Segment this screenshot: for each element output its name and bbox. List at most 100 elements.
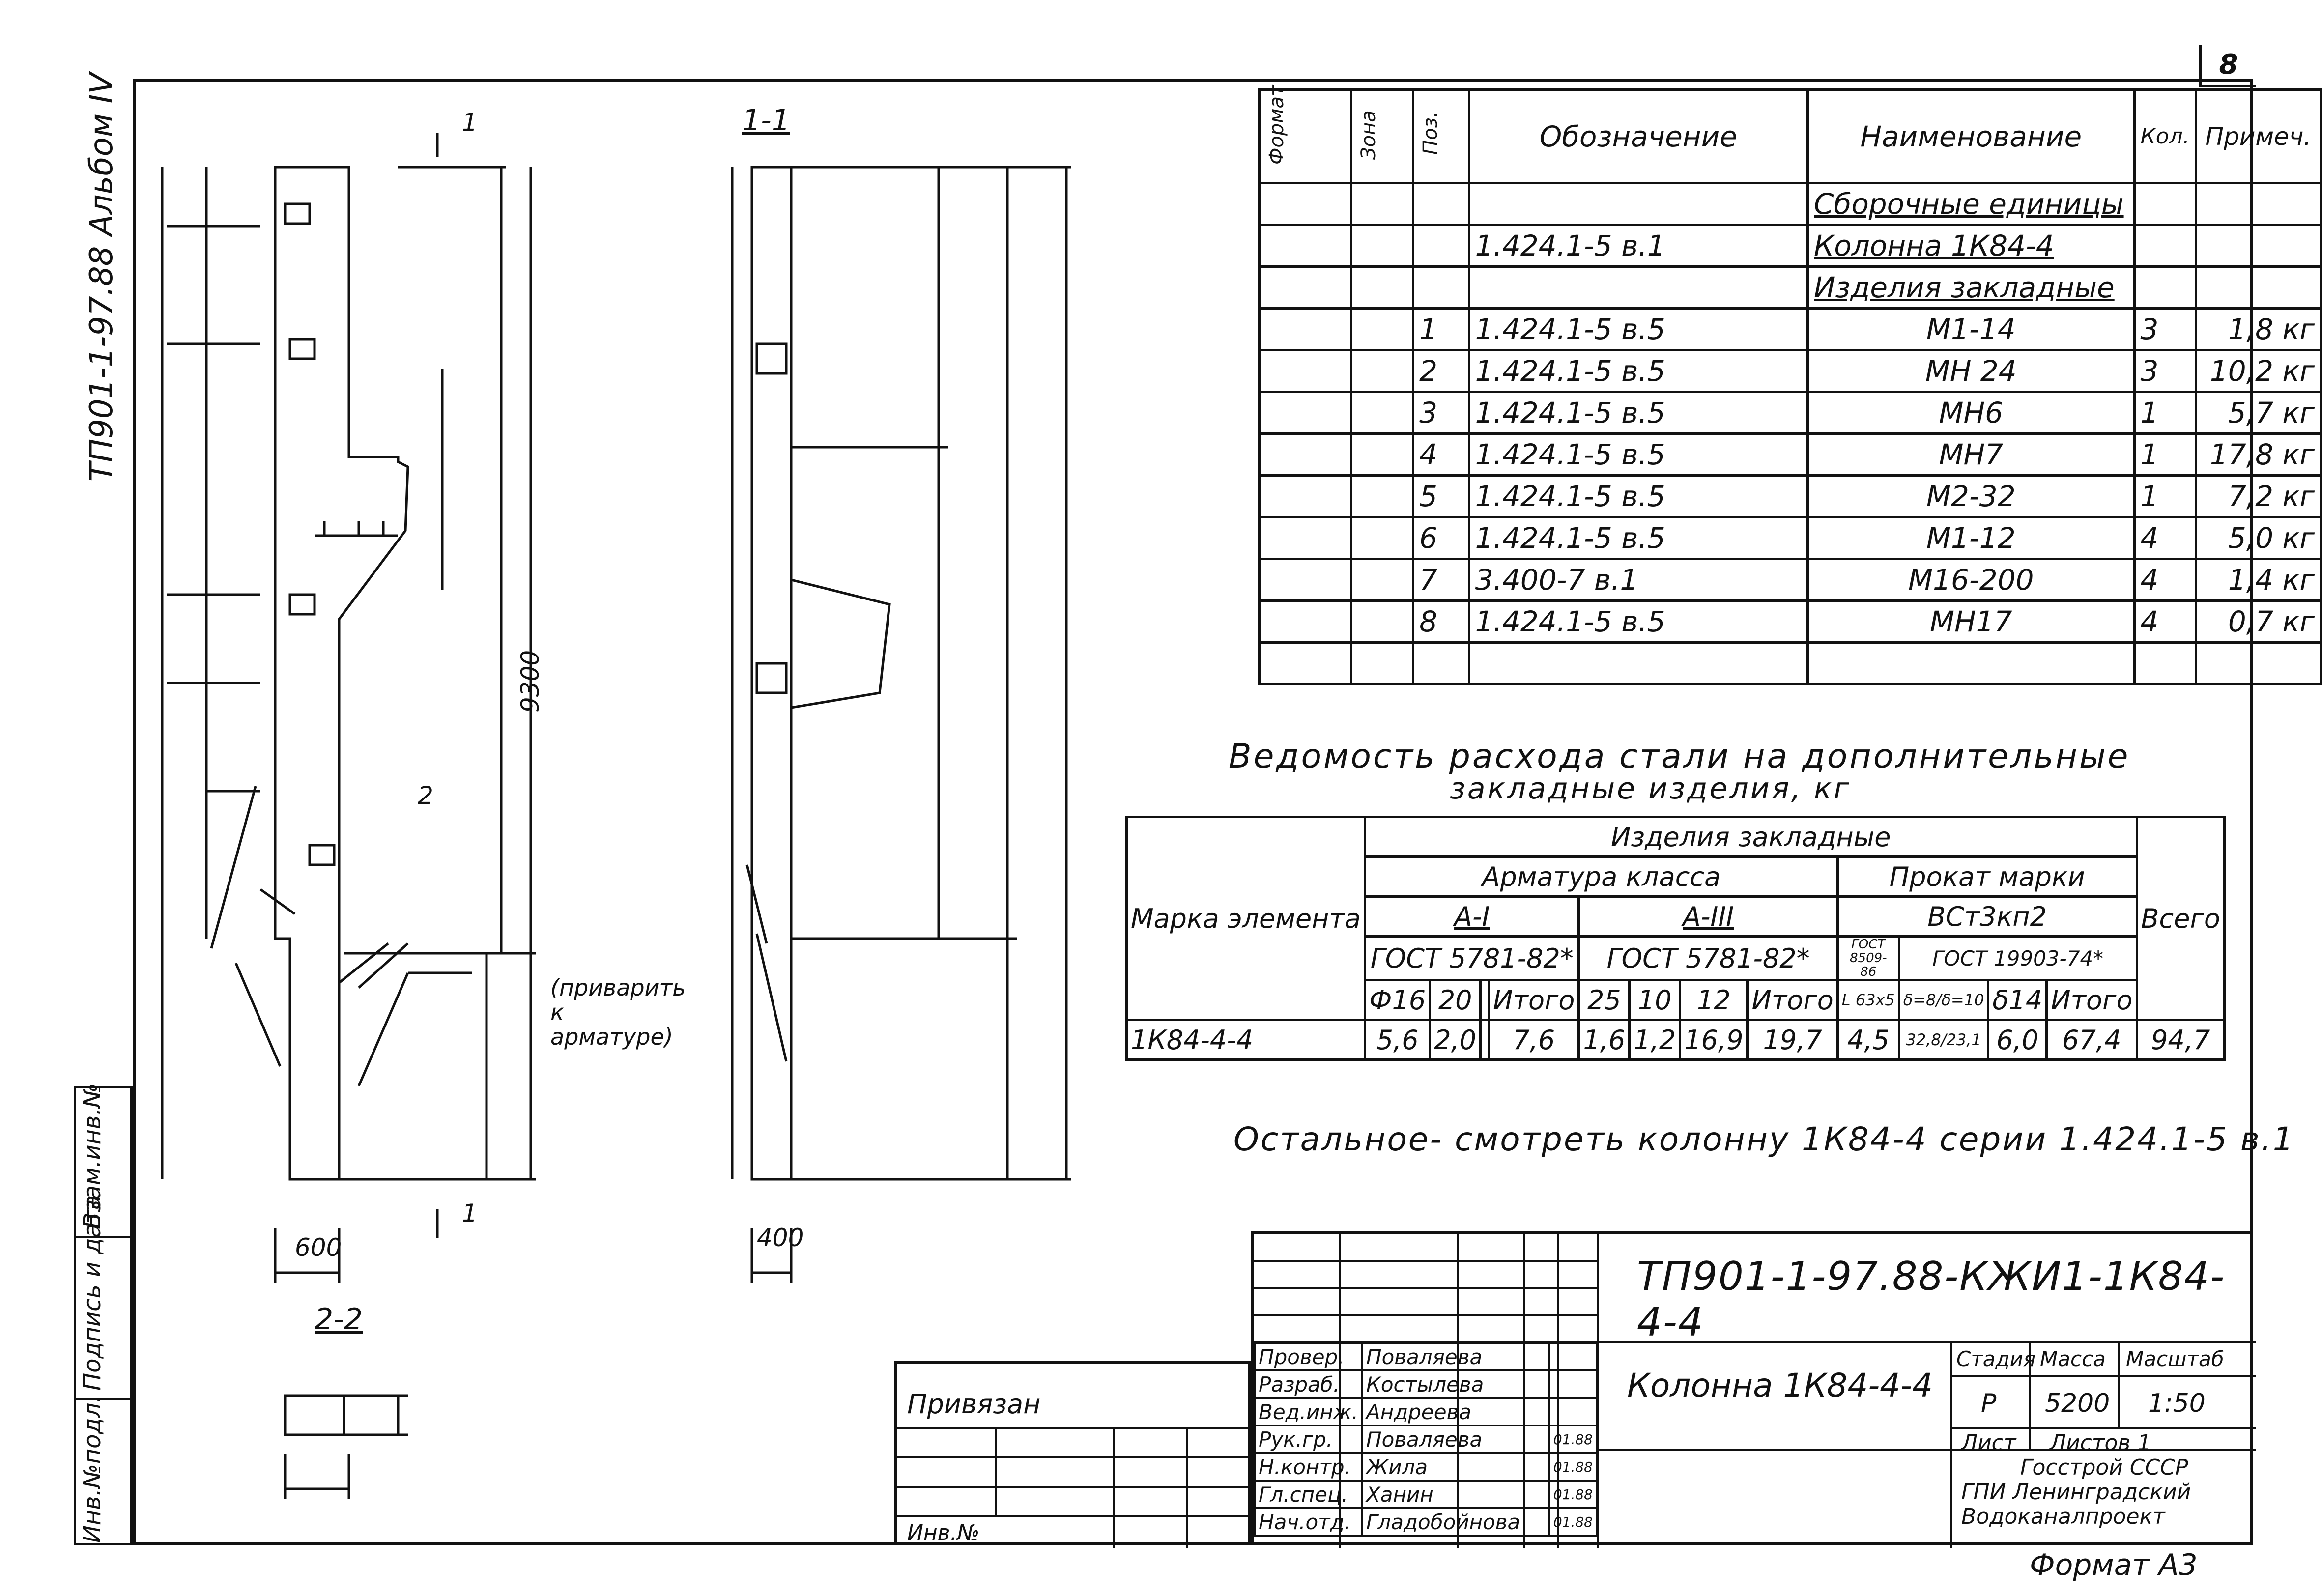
steel-group-header: Изделия закладные <box>1364 816 2138 858</box>
spec-pos: 6 <box>1412 516 1470 560</box>
spec-name: М1-12 <box>1806 516 2136 560</box>
steel-subheader <box>1479 979 1491 1021</box>
spec-name: МН 24 <box>1806 349 2136 393</box>
spec-note <box>2194 641 2322 685</box>
spec-pos <box>1412 265 1470 310</box>
spec-zone <box>1350 641 1415 685</box>
spec-name: М1-14 <box>1806 307 2136 351</box>
label-width-400: 400 <box>757 1224 804 1252</box>
steel-value: 19,7 <box>1746 1019 1839 1061</box>
steel-value: 67,4 <box>2045 1019 2138 1061</box>
steel-subheader: 10 <box>1628 979 1682 1021</box>
staff-role: Нач.отд. <box>1254 1507 1363 1537</box>
steel-gost-a3: ГОСТ 5781-82* <box>1577 935 1839 981</box>
album-label: ТП901-1-97.88 Альбом IV <box>84 72 120 482</box>
steel-value: 5,6 <box>1364 1019 1432 1061</box>
staff-date: 01.88 <box>1548 1480 1598 1509</box>
column-drawings <box>161 133 1071 1499</box>
spec-zone <box>1350 224 1415 268</box>
label-weld-note: (приварить к арматуре) <box>550 974 686 1050</box>
steel-subheader: 20 <box>1429 979 1482 1021</box>
spec-head-format: Формат <box>1258 85 1353 184</box>
spec-name: М16-200 <box>1806 558 2136 602</box>
staff-name: Жила <box>1361 1452 1525 1482</box>
spec-note: 1,8 кг <box>2194 307 2322 351</box>
spec-designation: 1.424.1-5 в.5 <box>1467 516 1809 560</box>
steel-subheader: Ф16 <box>1364 979 1432 1021</box>
privyazan-label: Привязан <box>907 1389 1041 1420</box>
steel-value: 6,0 <box>1987 1019 2048 1061</box>
spec-designation <box>1467 265 1809 310</box>
spec-pos <box>1412 641 1470 685</box>
spec-pos: 7 <box>1412 558 1470 602</box>
spec-qty <box>2133 641 2197 685</box>
spec-zone <box>1350 391 1415 435</box>
label-width-600: 600 <box>295 1233 342 1262</box>
spec-note: 0,7 кг <box>2194 599 2322 644</box>
spec-row: Изделия закладные <box>1258 265 2322 310</box>
steel-total-header: Всего <box>2135 816 2226 1021</box>
spec-qty: 3 <box>2133 307 2197 351</box>
steel-table: Марка элемента Изделия закладные Всего А… <box>1125 816 2226 1061</box>
staff-role: Провер. <box>1254 1342 1363 1371</box>
mass-label: Масса <box>2040 1347 2106 1371</box>
title-block: ТП901-1-97.88-КЖИ1-1К84-4-4 Колонна 1К84… <box>1251 1231 2256 1548</box>
staff-role: Разраб. <box>1254 1369 1363 1399</box>
spec-table: Формат Зона Поз. Обозначение Наименовани… <box>1258 85 2322 685</box>
label-cut-1-top: 1 <box>462 108 478 137</box>
spec-qty: 4 <box>2133 558 2197 602</box>
steel-subheader: Итого <box>2045 979 2138 1021</box>
label-cut-2: 2 <box>418 781 433 810</box>
spec-format <box>1258 265 1353 310</box>
staff-sign <box>1523 1452 1550 1482</box>
steel-value: 4,5 <box>1836 1019 1900 1061</box>
spec-format <box>1258 391 1353 435</box>
spec-designation: 1.424.1-5 в.5 <box>1467 391 1809 435</box>
steel-title-2: закладные изделия, кг <box>1450 771 1851 806</box>
steel-value: 1,6 <box>1577 1019 1631 1061</box>
left-stamp-strip <box>74 1086 133 1545</box>
doc-title: Колонна 1К84-4-4 <box>1627 1367 1933 1404</box>
spec-zone <box>1350 307 1415 351</box>
spec-head-name: Наименование <box>1806 88 2136 184</box>
steel-value: 16,9 <box>1679 1019 1749 1061</box>
spec-designation: 3.400-7 в.1 <box>1467 558 1809 602</box>
spec-zone <box>1350 265 1415 310</box>
spec-row: Сборочные единицы <box>1258 182 2322 226</box>
staff-name: Костылева <box>1361 1369 1525 1399</box>
staff-sign <box>1523 1397 1550 1426</box>
spec-format <box>1258 474 1353 518</box>
steel-subheader: δ14 <box>1987 979 2048 1021</box>
steel-armature-header: Арматура класса <box>1364 855 1839 898</box>
steel-subheader: 25 <box>1577 979 1631 1021</box>
scale-value: 1:50 <box>2148 1389 2206 1418</box>
spec-pos <box>1412 224 1470 268</box>
spec-zone <box>1350 558 1415 602</box>
note-text: Остальное- смотреть колонну 1К84-4 серии… <box>1233 1120 2295 1158</box>
staff-name: Поваляева <box>1361 1342 1525 1371</box>
staff-row: Провер.Поваляева <box>1254 1342 1598 1371</box>
spec-pos: 3 <box>1412 391 1470 435</box>
staff-name: Поваляева <box>1361 1425 1525 1454</box>
inv-no-label: Инв.№ <box>907 1520 980 1545</box>
spec-format <box>1258 516 1353 560</box>
format-label: Формат А3 <box>2030 1548 2198 1582</box>
staff-row: Разраб.Костылева <box>1254 1369 1598 1399</box>
spec-qty <box>2133 265 2197 310</box>
spec-format <box>1258 432 1353 477</box>
staff-name: Ханин <box>1361 1480 1525 1509</box>
stage-value: Р <box>1981 1389 1997 1418</box>
spec-name: МН7 <box>1806 432 2136 477</box>
spec-pos <box>1412 182 1470 226</box>
label-cut-1-bottom: 1 <box>462 1199 478 1227</box>
spec-name: Колонна 1К84-4 <box>1806 224 2136 268</box>
